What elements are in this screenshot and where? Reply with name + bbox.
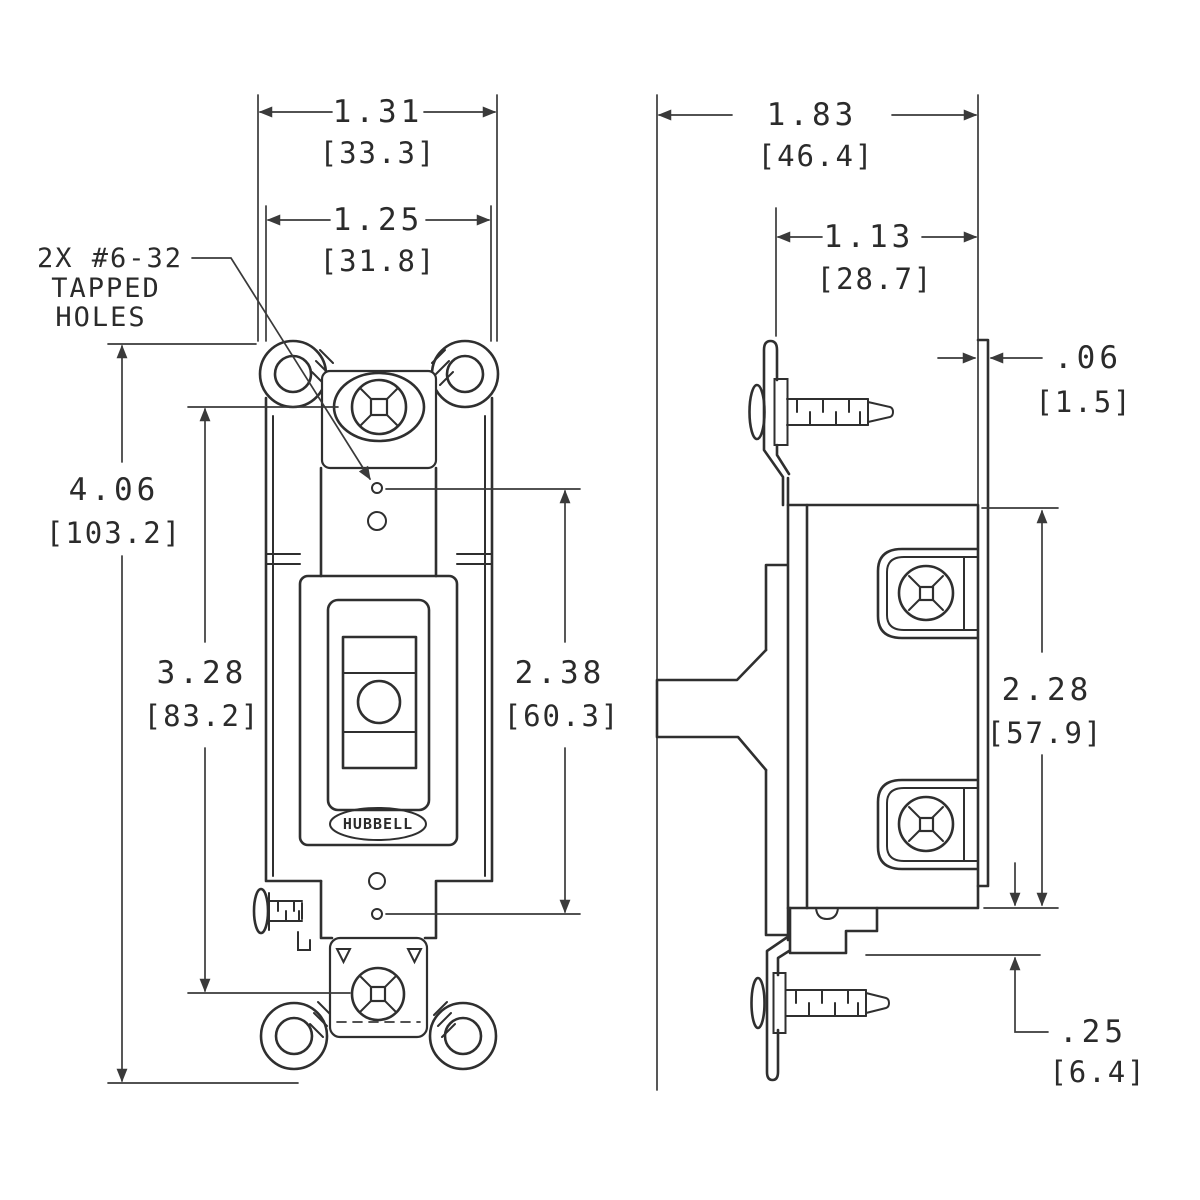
switch-body [264,396,494,940]
note-leader-line [191,257,371,481]
pilot-hole-top [367,511,387,531]
ear-hole-top-right [445,354,485,394]
pilot-hole-bottom [368,872,386,890]
dim-text-overall-depth-in: 1.83 [767,97,858,133]
switch-face: HUBBELL [298,574,459,847]
dim-text-body-height-in: 2.38 [515,655,606,691]
dim-text-terminal-span-mm: [57.9] [987,716,1104,750]
dim-text-strap-offset-mm: [6.4] [1049,1055,1146,1089]
dim-text-body-depth-mm: [28.7] [817,262,934,296]
plate-notches [335,948,423,965]
dim-text-overall-depth-mm: [46.4] [758,139,875,173]
note-line-2: TAPPED [51,273,161,304]
ear-bottom-left [259,1001,329,1071]
dim-text-body-height-mm: [60.3] [504,699,621,733]
tapped-hole-top [371,482,383,494]
side-face-plate [764,476,790,942]
dim-text-overall-width-mm: [33.3] [320,136,437,170]
dim-text-strap-offset-in: .25 [1059,1014,1127,1050]
dim-body-width: 1.25 [31.8] [265,202,492,342]
dim-text-body-depth-in: 1.13 [824,219,915,255]
dim-body-depth: 1.13 [28.7] [775,207,978,337]
note-line-3: HOLES [55,302,146,333]
dim-overall-width: 1.31 [33.3] [257,94,498,342]
front-terminal-screw [252,887,311,951]
side-bottom-block [788,906,879,955]
front-view: HUBBELL [252,339,500,1071]
bottom-captive-screw [750,976,891,1030]
ear-hole-bottom-right [443,1016,483,1056]
dim-text-terminal-span-in: 2.28 [1002,672,1093,708]
dim-text-strap-thickness-in: .06 [1054,340,1122,376]
tapped-holes-note: 2X #6-32 TAPPED HOLES [37,243,371,481]
note-line-1: 2X #6-32 [37,243,183,274]
bottom-mounting-plate [328,936,429,1039]
side-view [655,94,990,1091]
ear-hole-top-left [273,354,313,394]
side-terminal-screw-upper [876,547,979,640]
ear-top-right [430,339,500,409]
wire-clamp [297,931,311,951]
side-score-lines [265,553,493,565]
dim-text-strap-length-mm: [103.2] [46,516,182,550]
dim-strap-offset: .25 [6.4] [865,862,1146,1089]
side-strap-bottom [765,934,791,1082]
tapped-hole-bottom [371,908,383,920]
top-mounting-plate [320,369,438,470]
dim-text-overall-width-in: 1.31 [333,94,424,130]
rear-strap-plate [976,338,990,888]
dim-text-mounting-centers-in: 3.28 [157,655,248,691]
dim-terminal-span: 2.28 [57.9] [981,507,1104,909]
dim-text-body-width-in: 1.25 [333,202,424,238]
ear-top-left [258,339,328,409]
dim-strap-thickness: .06 [1.5] [937,340,1132,419]
dim-text-strap-thickness-mm: [1.5] [1035,385,1132,419]
ear-hole-bottom-left [274,1016,314,1056]
side-strap-top [762,339,791,507]
dim-body-height: 2.38 [60.3] [385,488,621,915]
ear-bottom-right [428,1001,498,1071]
side-body [786,338,990,910]
top-captive-screw [748,383,895,441]
brand-label: HUBBELL [343,815,413,833]
toggle-lever [341,635,418,770]
dim-mounting-centers: 3.28 [83.2] [144,406,351,994]
brand-badge: HUBBELL [329,807,427,841]
bottom-mounting-screw [350,966,406,1022]
dim-text-strap-length-in: 4.06 [69,472,160,508]
toggle-button [356,679,402,725]
side-terminal-screw-lower [876,778,979,871]
dim-strap-length: 4.06 [103.2] [46,343,299,1084]
dim-text-body-width-mm: [31.8] [320,244,437,278]
side-toggle-lever [655,648,768,772]
dim-text-mounting-centers-mm: [83.2] [144,699,261,733]
dim-overall-depth: 1.83 [46.4] [657,97,978,173]
toggle-opening [326,598,431,812]
